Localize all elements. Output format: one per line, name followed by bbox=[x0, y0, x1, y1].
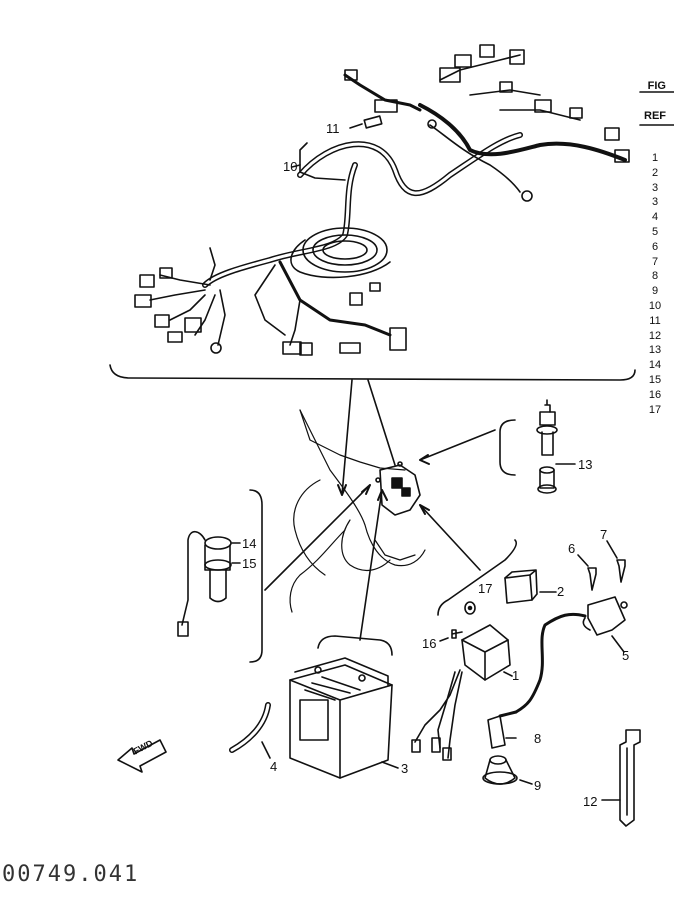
callout-2: 2 bbox=[557, 584, 565, 599]
callout-12: 12 bbox=[583, 794, 598, 809]
drawing-code: 00749.041 bbox=[2, 862, 140, 887]
ref-number: 6 bbox=[651, 240, 659, 253]
ref-number: 8 bbox=[651, 270, 659, 283]
fuse bbox=[364, 116, 382, 128]
motorcycle-outline bbox=[290, 410, 425, 612]
ref-number: 7 bbox=[651, 255, 659, 268]
callout-10: 10 bbox=[283, 159, 298, 174]
callout-15: 15 bbox=[242, 556, 257, 571]
cap-8 bbox=[488, 712, 516, 748]
ref-number: 13 bbox=[648, 344, 662, 357]
ref-number: 2 bbox=[651, 166, 659, 179]
callout-5: 5 bbox=[622, 648, 630, 663]
band-12 bbox=[602, 730, 640, 826]
callout-14: 14 bbox=[242, 536, 257, 551]
callout-7: 7 bbox=[600, 527, 608, 542]
callout-17: 17 bbox=[478, 581, 493, 596]
fwd-arrow-shape bbox=[118, 740, 166, 772]
ref-number: 9 bbox=[651, 285, 659, 298]
relay-2 bbox=[505, 570, 556, 603]
callout-6: 6 bbox=[568, 541, 576, 556]
sensor-14-15 bbox=[178, 532, 240, 636]
ref-number: 11 bbox=[649, 314, 661, 327]
ref-number: 16 bbox=[648, 388, 662, 401]
unit-1 bbox=[412, 625, 512, 760]
ref-number-list: 1 2 3 3 4 5 6 7 8 9 10 11 12 13 14 15 16… bbox=[640, 152, 670, 418]
ref-number: 12 bbox=[648, 329, 662, 342]
ref-number: 5 bbox=[651, 225, 659, 238]
ref-number: 14 bbox=[648, 359, 662, 372]
ref-number: 10 bbox=[648, 299, 662, 312]
callout-8: 8 bbox=[534, 731, 542, 746]
callout-13: 13 bbox=[578, 457, 593, 472]
ref-number: 4 bbox=[651, 211, 659, 224]
wire-harness bbox=[135, 45, 629, 355]
ref-number: 1 bbox=[651, 152, 659, 164]
washer-17 bbox=[465, 602, 475, 614]
callout-4: 4 bbox=[270, 759, 278, 774]
fig-header: FIG bbox=[647, 80, 666, 92]
screw-6 bbox=[578, 555, 596, 590]
bolt-16 bbox=[440, 630, 462, 641]
battery-3 bbox=[290, 658, 398, 778]
ref-number: 17 bbox=[648, 403, 662, 416]
ref-number: 3 bbox=[651, 181, 659, 194]
mount-cluster bbox=[376, 462, 420, 515]
ref-number: 15 bbox=[648, 373, 662, 386]
ref-number: 3 bbox=[651, 196, 659, 209]
cover-9 bbox=[483, 756, 532, 784]
callout-11: 11 bbox=[326, 121, 340, 136]
coil-5 bbox=[516, 597, 627, 712]
callout-9: 9 bbox=[534, 778, 542, 793]
callout-16: 16 bbox=[422, 636, 437, 651]
grommet-13 bbox=[537, 400, 575, 493]
screw-7 bbox=[607, 541, 625, 582]
callout-3: 3 bbox=[401, 761, 409, 776]
hose-4 bbox=[232, 705, 270, 758]
callout-1: 1 bbox=[512, 668, 520, 683]
ref-header: REF bbox=[644, 110, 666, 122]
